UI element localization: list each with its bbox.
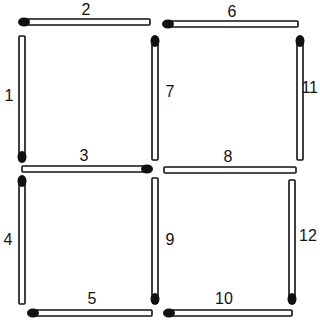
matchstick bbox=[152, 178, 158, 302]
match-head bbox=[288, 293, 297, 305]
match-number: 10 bbox=[215, 291, 233, 307]
match-head bbox=[151, 35, 160, 47]
match-head bbox=[296, 35, 305, 47]
match-number: 7 bbox=[166, 84, 175, 100]
matchstick bbox=[30, 310, 152, 316]
match-number: 5 bbox=[88, 291, 97, 307]
match-number: 1 bbox=[5, 88, 14, 104]
matchstick bbox=[22, 19, 150, 25]
match-head bbox=[141, 165, 153, 174]
match-number: 11 bbox=[301, 80, 318, 96]
matchstick bbox=[19, 36, 25, 160]
match-number: 3 bbox=[80, 148, 89, 164]
matchstick bbox=[297, 38, 303, 160]
matchstick bbox=[166, 310, 292, 316]
match-head bbox=[163, 309, 175, 318]
matchstick bbox=[166, 21, 298, 27]
match-number: 8 bbox=[224, 149, 233, 165]
matchstick bbox=[152, 38, 158, 160]
matchstick bbox=[164, 167, 296, 173]
match-head bbox=[18, 175, 27, 187]
match-number: 9 bbox=[166, 232, 175, 248]
match-head bbox=[162, 20, 174, 29]
match-number: 6 bbox=[228, 4, 237, 20]
match-number: 2 bbox=[82, 2, 91, 18]
matchstick bbox=[19, 178, 25, 304]
match-number: 4 bbox=[4, 232, 13, 248]
match-head bbox=[27, 309, 39, 318]
matchstick bbox=[22, 166, 150, 172]
match-number: 12 bbox=[299, 228, 317, 244]
match-head bbox=[18, 18, 30, 27]
matchstick bbox=[289, 180, 295, 302]
match-head bbox=[151, 293, 160, 305]
match-head bbox=[18, 151, 27, 163]
